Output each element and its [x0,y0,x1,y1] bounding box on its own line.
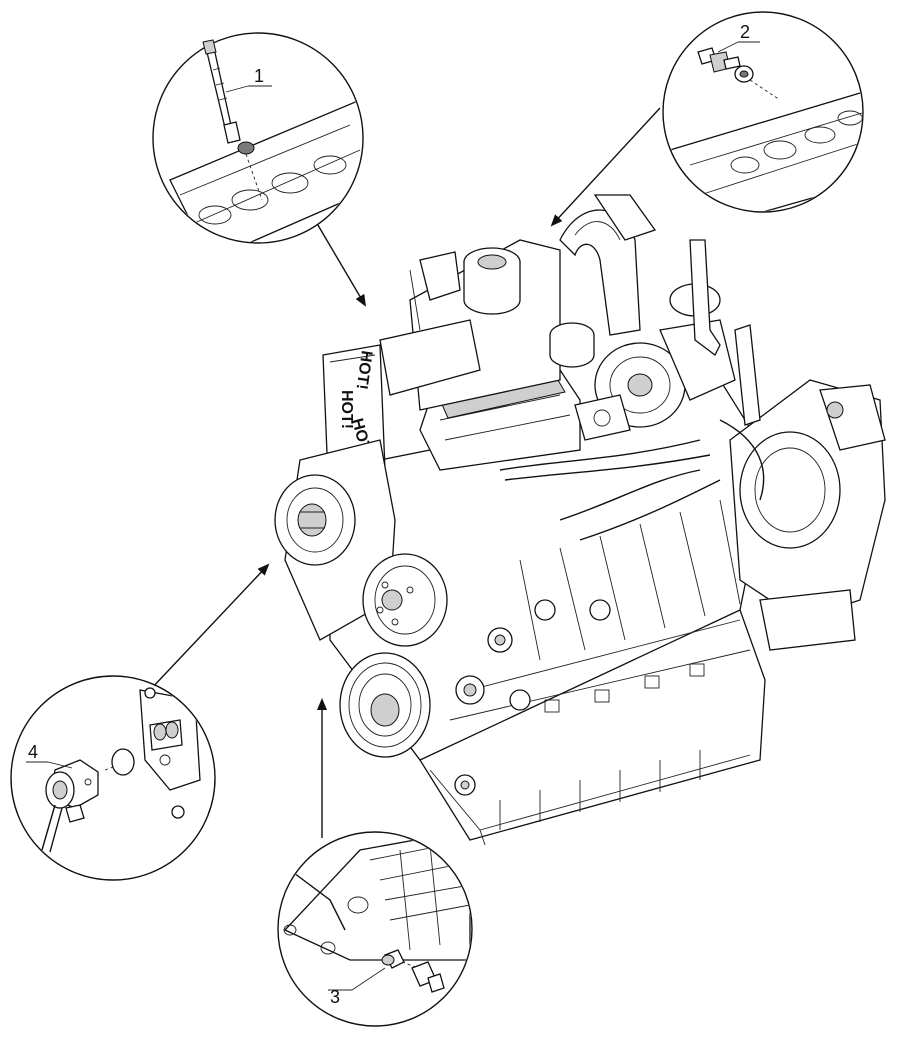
callout-2-label: 2 [740,22,750,42]
hot-label-1: HOT! [353,349,375,390]
callout-1-label: 1 [254,66,264,86]
detail-view-1: 1 [152,32,364,244]
engine-assembly: HOT! HOT! HOT! [274,194,886,846]
temperature-sensor-icon [697,47,781,101]
arrow-to-glow-plug [311,214,367,307]
detail-view-3: 3 [277,831,473,1027]
fuel-shutoff-solenoid-icon [41,748,135,853]
crankshaft-pulley [339,652,431,758]
fuel-filter [463,247,521,315]
hot-label-2: HOT! [338,390,355,429]
oil-pressure-switch-icon [381,949,445,993]
arrow-to-temp-sensor [550,107,661,227]
glow-plug-icon [202,39,263,201]
callout-4-label: 4 [28,742,38,762]
arrow-to-solenoid [149,563,270,691]
pointer-arrows [149,107,661,838]
detail-view-4: 4 [10,675,216,881]
detail-view-2: 2 [662,11,864,213]
alternator [274,474,356,566]
callout-3-label: 3 [330,987,340,1007]
water-pump-pulley [362,553,448,647]
